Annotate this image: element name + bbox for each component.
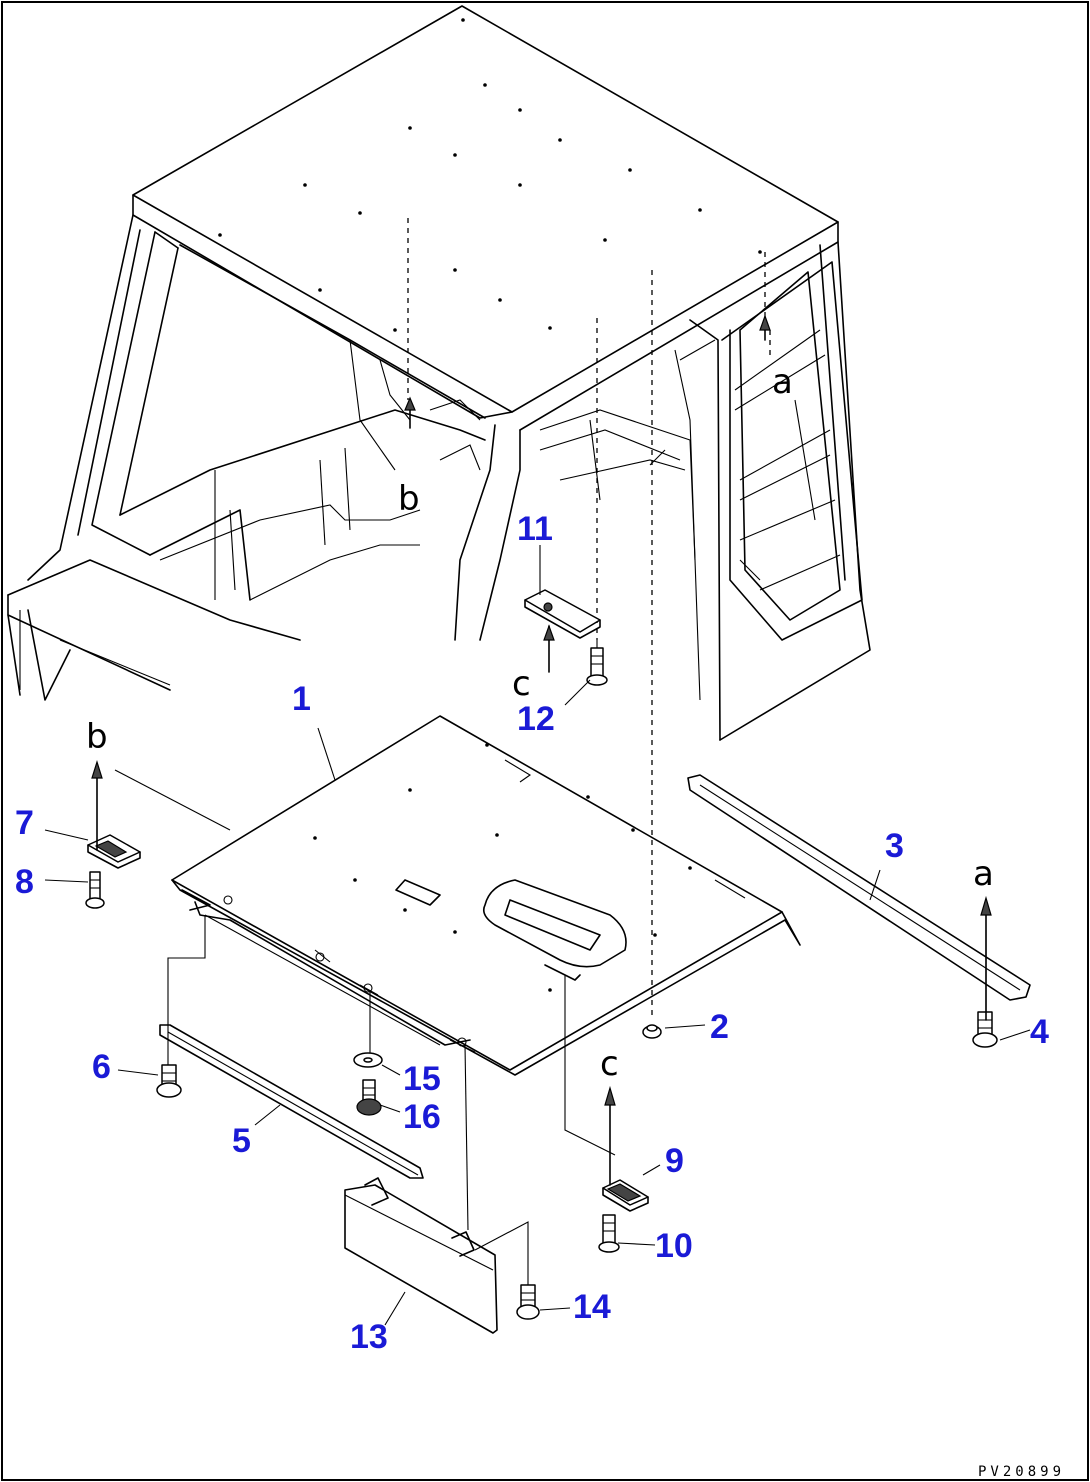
part-8-bolt [85,871,105,909]
part-5-front-strip [159,1024,424,1179]
cab-assembly [7,5,871,741]
part-13-cover-panel [344,1177,498,1334]
callout-15: 15 [403,1060,441,1098]
part-16-bolt [356,1079,382,1116]
callout-10: 10 [655,1227,693,1265]
part-2-grommet [642,1024,662,1039]
drawing-code: PV20899 [978,1464,1065,1480]
ref-a-right: a [973,854,994,894]
cab-roof [132,5,839,413]
callout-leaders [44,545,1031,1326]
part-11-bracket [524,589,601,639]
callout-7: 7 [15,804,34,842]
part-10-bolt [598,1214,620,1253]
reference-arrows [91,314,992,1186]
callout-5: 5 [232,1122,251,1160]
part-7-bracket [87,834,141,869]
callout-3: 3 [885,827,904,865]
ref-c-upper: c [512,664,531,704]
roof-rivets [218,18,762,332]
floor-rivets [313,743,692,992]
callout-14: 14 [573,1288,611,1326]
reference-letters: a b c b a c [86,362,994,1084]
ref-c-lower: c [600,1044,619,1084]
ref-a-upper: a [772,362,793,402]
callout-12: 12 [517,700,555,738]
callout-13: 13 [350,1318,388,1356]
ref-b-upper: b [398,479,420,519]
part-15-washer [353,1052,383,1068]
callout-labels: 1 2 3 4 5 6 7 8 9 10 11 12 13 14 15 16 [15,510,1049,1356]
callout-16: 16 [403,1098,441,1136]
ref-b-left: b [86,717,108,757]
part-9-bracket [602,1179,649,1212]
callout-11: 11 [517,510,553,548]
part-4-bolt [972,1011,998,1048]
part-3-side-strip [687,774,1031,1001]
callout-4: 4 [1030,1013,1049,1051]
callout-8: 8 [15,863,34,901]
callout-9: 9 [665,1142,684,1180]
assembly-paths [407,218,771,1020]
callout-6: 6 [92,1048,111,1086]
part-12-bolt [586,647,608,686]
part-14-bolt [516,1284,540,1320]
part-6-bolt [156,1064,182,1098]
callout-1: 1 [292,680,311,718]
part-1-floor-plate [171,715,801,1076]
routing-lines [114,640,987,1285]
callout-2: 2 [710,1008,729,1046]
